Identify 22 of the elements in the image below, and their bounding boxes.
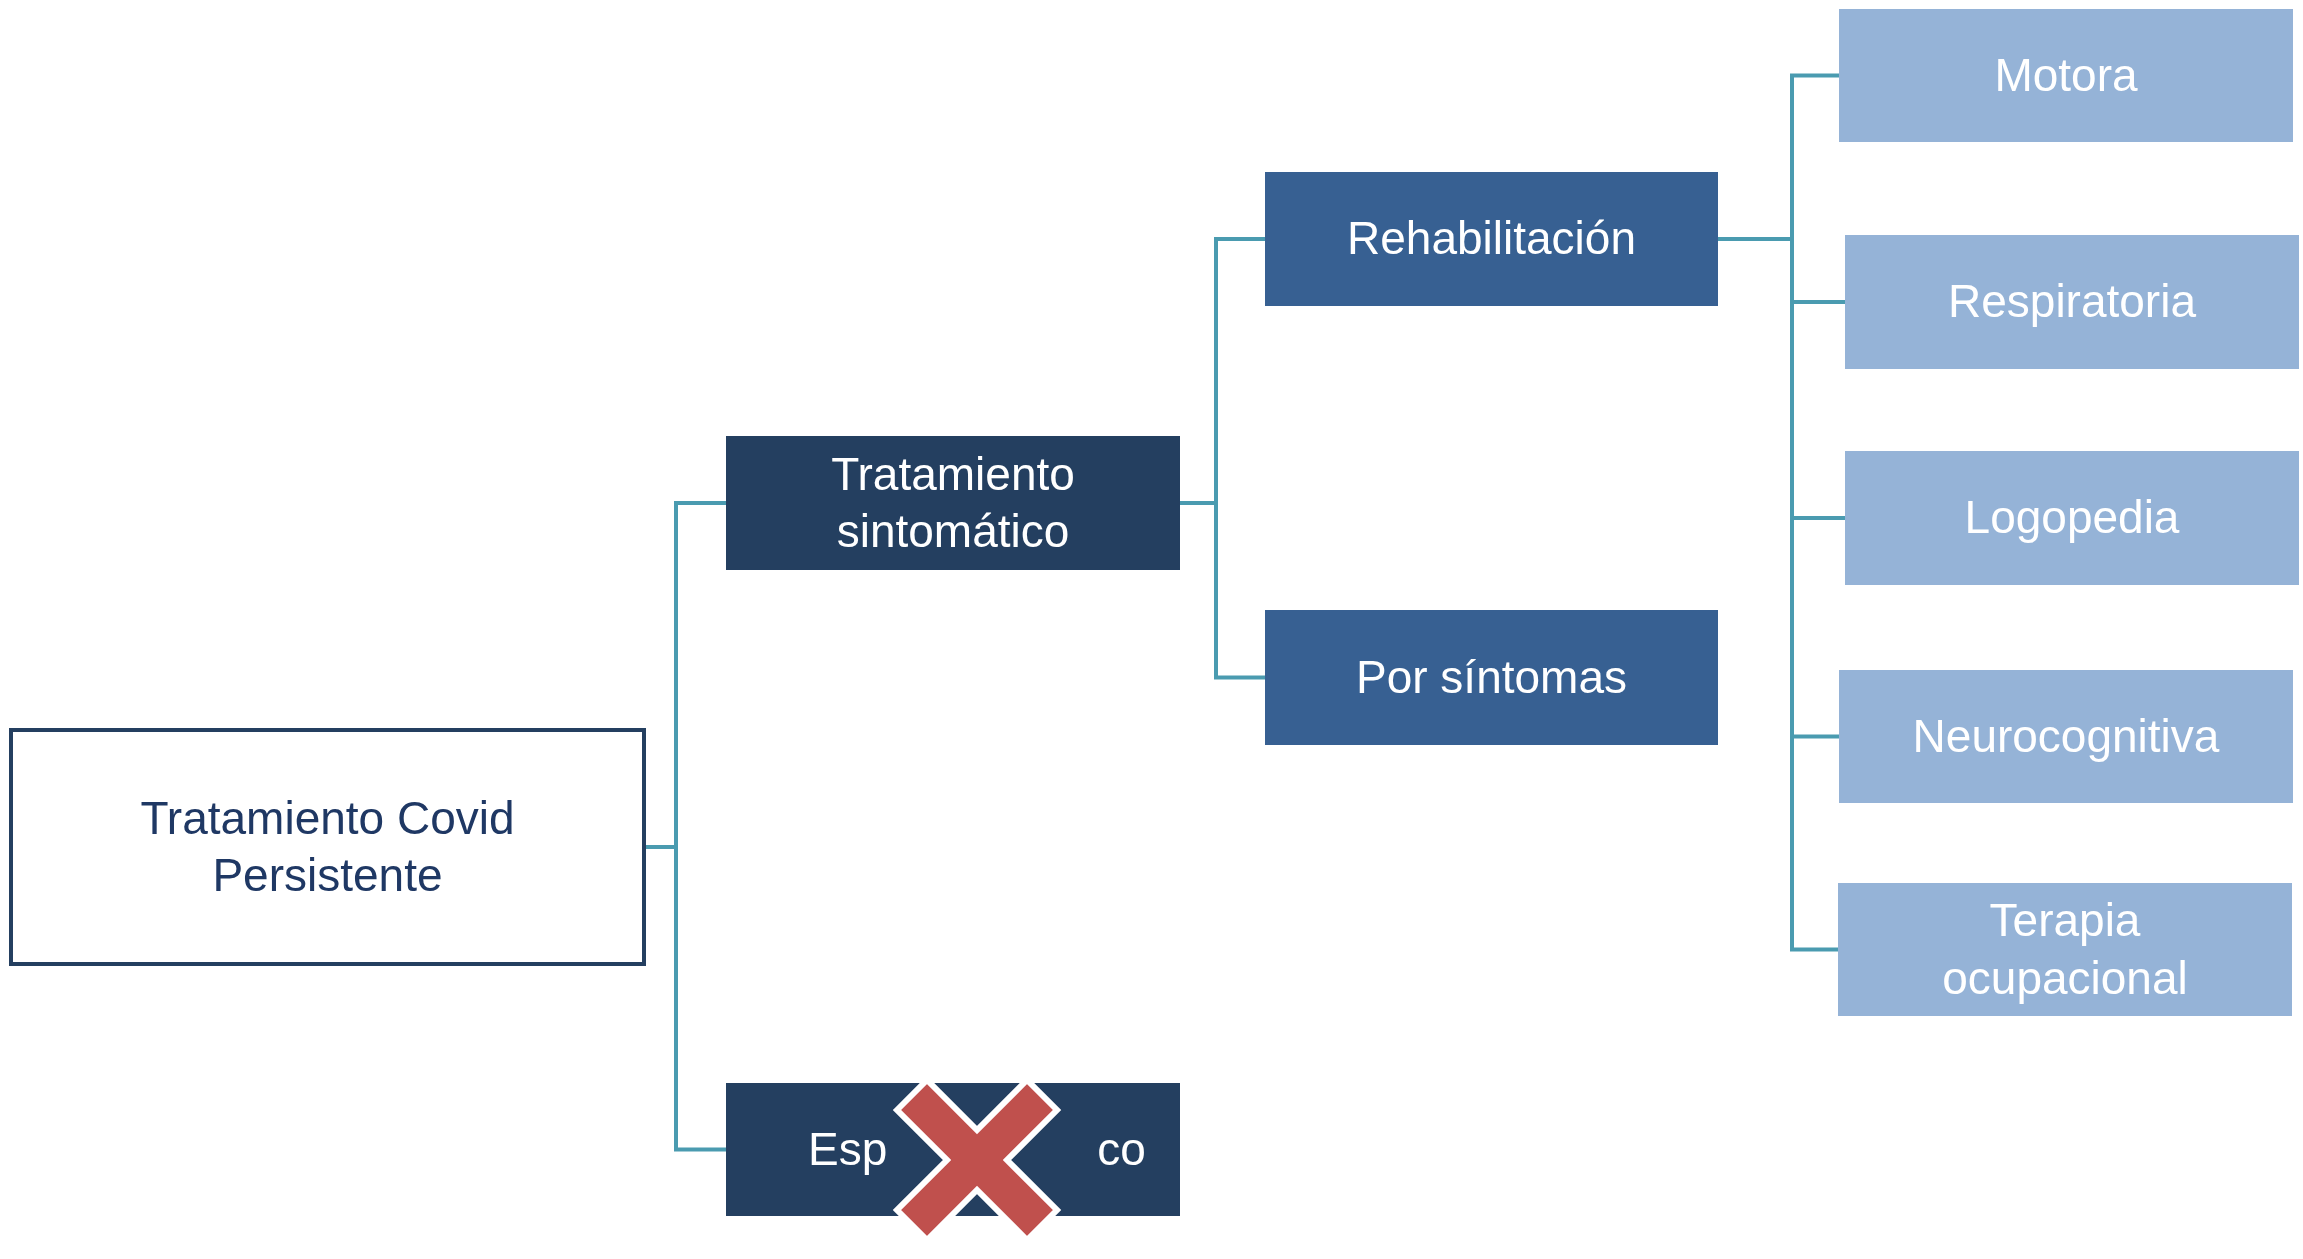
connector-line — [646, 845, 726, 1152]
process-box — [1845, 235, 2299, 369]
node-label: Logopedia — [1964, 490, 2180, 546]
node-label: Esp — [808, 1121, 888, 1177]
node-label: Tratamiento Covid Persistente — [139, 790, 516, 903]
process-box — [1838, 883, 2292, 1016]
process-box — [1839, 670, 2293, 803]
process-box — [1265, 610, 1718, 745]
node-label: Neurocognitiva — [1912, 708, 2220, 764]
node-label: Por síntomas — [1356, 649, 1627, 705]
node-label: Respiratoria — [1948, 274, 2196, 330]
process-box — [726, 436, 1180, 570]
connector-line — [1180, 501, 1265, 680]
node-label: Tratamiento sintomático — [830, 446, 1076, 559]
process-box — [1845, 451, 2299, 585]
node-label: Rehabilitación — [1347, 211, 1636, 267]
process-box — [1265, 172, 1718, 306]
node-label: Terapia ocupacional — [1941, 893, 2189, 1006]
process-box — [9, 728, 646, 966]
process-box — [1839, 9, 2293, 142]
node-label: Motora — [1994, 47, 2138, 103]
node-label: co — [1097, 1121, 1146, 1177]
